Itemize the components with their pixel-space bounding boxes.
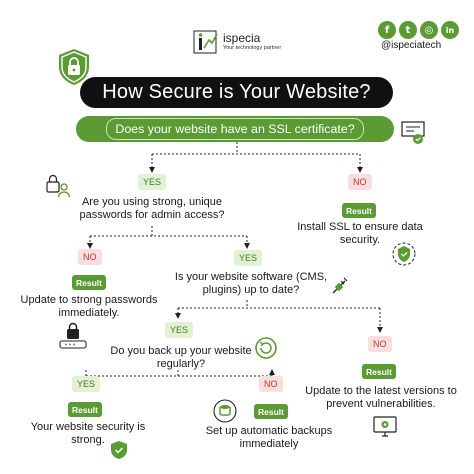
social-links: f t ◎ in [378, 21, 459, 39]
page-title: How Secure is Your Website? [80, 77, 393, 108]
result-label-backup-yes: Result [68, 402, 102, 417]
badge-yes-backup: YES [72, 376, 101, 392]
result-label-backup-no: Result [254, 404, 288, 419]
badge-no-ssl: NO [348, 174, 372, 190]
question-ssl: Does your website have an SSL certificat… [76, 116, 394, 142]
brand-name: ispecia [223, 31, 261, 46]
result-label-ssl: Result [342, 203, 376, 218]
badge-no-software: NO [368, 336, 392, 352]
badge-no-backup: NO [259, 376, 283, 392]
database-refresh-icon [213, 399, 237, 423]
shield-refresh-icon [392, 242, 416, 266]
plug-icon [332, 277, 348, 294]
badge-yes-software: YES [165, 322, 194, 338]
shield-lock-icon [59, 49, 89, 85]
badge-no-password: NO [78, 249, 102, 265]
password-lock-icon [59, 322, 87, 349]
brand-logo: ispecia Your technology partner [193, 30, 281, 54]
question-software: Is your website software (CMS, plugins) … [174, 271, 328, 296]
badge-yes-password: YES [234, 250, 263, 266]
brand-tagline: Your technology partner [223, 45, 282, 52]
shield-check-icon [111, 441, 127, 459]
result-backups: Set up automatic backups immediately [205, 425, 333, 450]
result-update-versions: Update to the latest versions to prevent… [305, 385, 457, 410]
user-lock-icon [46, 174, 71, 198]
brand-mark-icon [193, 30, 218, 54]
question-ssl-text: Does your website have an SSL certificat… [106, 118, 364, 140]
social-handle: @ispeciatech [381, 40, 442, 51]
result-install-ssl: Install SSL to ensure data security. [297, 221, 423, 246]
question-password: Are you using strong, unique passwords f… [79, 196, 225, 221]
result-label-software: Result [362, 364, 396, 379]
result-update-passwords: Update to strong passwords immediately. [20, 294, 158, 319]
linkedin-icon[interactable]: in [441, 21, 459, 39]
instagram-icon[interactable]: ◎ [420, 21, 438, 39]
certificate-icon [401, 121, 425, 144]
twitter-icon[interactable]: t [399, 21, 417, 39]
backup-icon [255, 337, 277, 359]
monitor-gear-icon [373, 416, 397, 437]
facebook-icon[interactable]: f [378, 21, 396, 39]
result-strong: Your website security is strong. [30, 421, 146, 446]
result-label-password: Result [72, 275, 106, 290]
badge-yes-ssl: YES [138, 174, 167, 190]
question-backup: Do you back up your website regularly? [110, 345, 252, 370]
